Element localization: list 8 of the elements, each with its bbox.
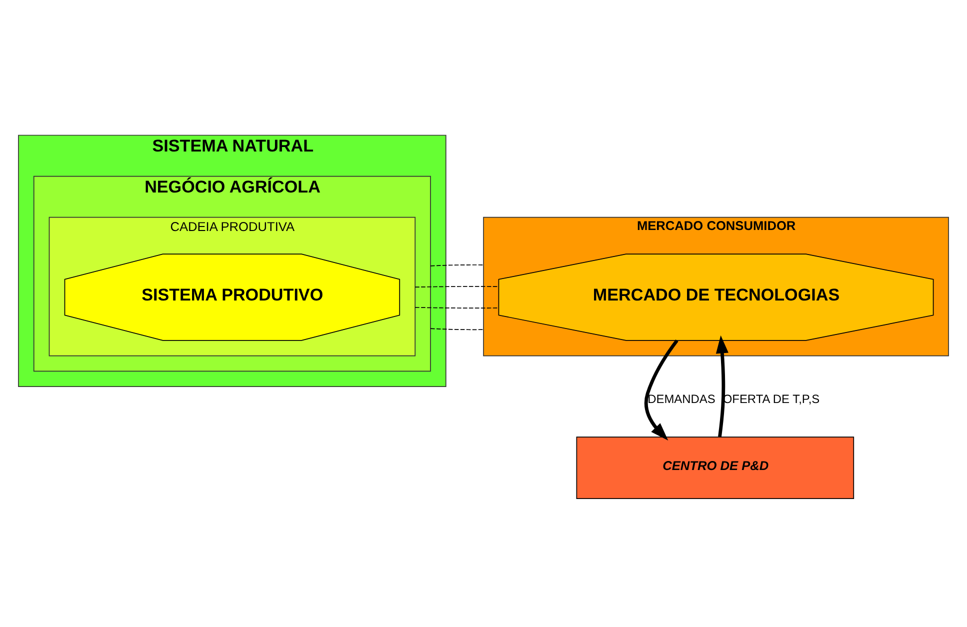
edge-label: DEMANDAS (648, 392, 716, 406)
connector (430, 264, 484, 266)
arrow (716, 335, 728, 437)
connector (414, 286, 499, 288)
edge-label: OFERTA DE T,P,S (722, 392, 820, 406)
connector (430, 328, 484, 330)
connector (414, 306, 499, 308)
node-box: CENTRO DE P&D (576, 436, 854, 499)
